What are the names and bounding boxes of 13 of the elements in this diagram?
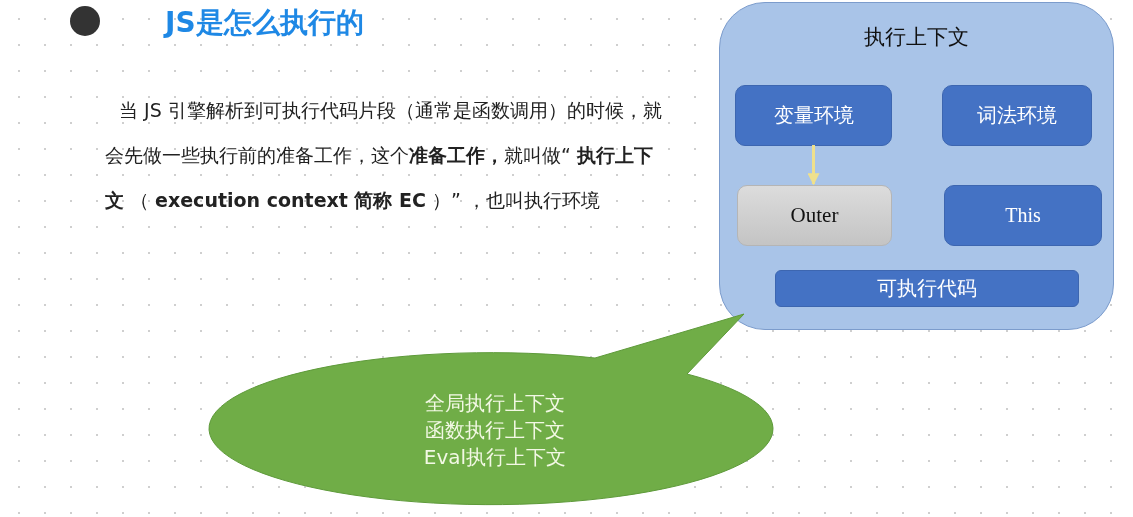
bubble-text: 全局执行上下文 [425,389,565,417]
component-box: Outer [737,185,892,246]
page-title: JS是怎么执行的 [165,5,364,41]
component-box: This [944,185,1102,246]
bubble-text: 函数执行上下文 [425,416,565,444]
bubble-text: Eval执行上下文 [423,443,567,471]
component-box: 词法环境 [942,85,1092,146]
panel-heading: 执行上下文 [863,24,970,51]
context-panel [719,2,1114,330]
component-box: 可执行代码 [775,270,1079,307]
description-paragraph: 当 JS 引擎解析到可执行代码片段（通常是函数调用）的时候，就会先做一些执行前的准备工作，这个准备工作，就叫做“ 执行上下文 （ execution context 简称 EC ）” ，也叫执行环境 [105,98,663,213]
arrow [807,145,820,186]
component-box: 变量环境 [735,85,892,146]
